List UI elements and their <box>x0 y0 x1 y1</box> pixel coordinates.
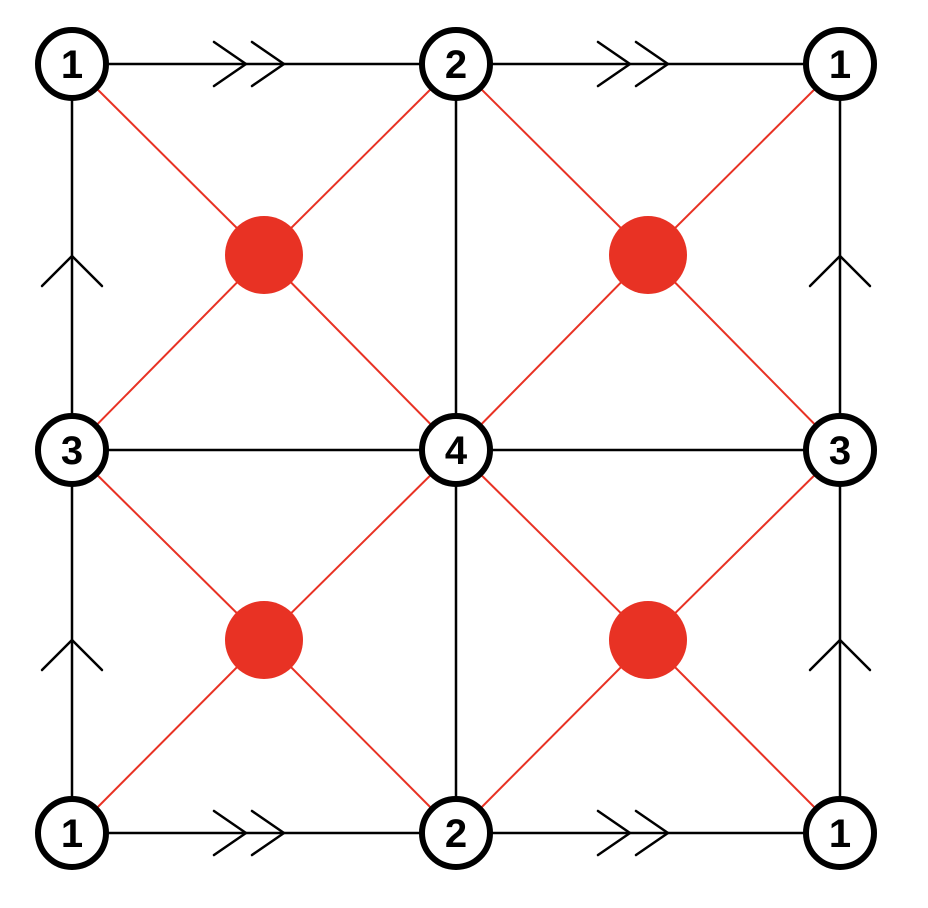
node-circle <box>419 413 493 487</box>
red-edge <box>71 63 265 256</box>
node-circle <box>35 413 109 487</box>
single-arrow-icon <box>40 254 104 288</box>
double-arrow-icon <box>212 40 248 88</box>
red-dots <box>225 216 687 679</box>
red-edge <box>263 254 457 451</box>
node-label: 4 <box>445 429 468 473</box>
node-circle <box>35 27 109 101</box>
red-edge <box>647 63 841 256</box>
node-circle <box>803 413 877 487</box>
red-edge <box>647 449 841 641</box>
single-arrow-icon <box>808 638 872 672</box>
node-label: 1 <box>61 812 83 856</box>
lattice-node: 3 <box>35 413 109 487</box>
node-circle <box>419 796 493 870</box>
red-edge <box>455 639 649 834</box>
single-arrow-icon <box>808 254 872 288</box>
lattice-node: 1 <box>803 27 877 101</box>
node-label: 2 <box>445 812 467 856</box>
double-arrow-markers <box>212 40 670 857</box>
red-edge <box>71 639 265 834</box>
red-edge <box>263 449 457 641</box>
double-arrow-icon <box>212 809 248 857</box>
red-edge <box>71 449 265 641</box>
lattice-node: 1 <box>35 796 109 870</box>
double-arrow-icon <box>250 40 286 88</box>
red-dot <box>225 216 303 294</box>
double-arrow-icon <box>596 809 632 857</box>
double-arrow-icon <box>634 809 670 857</box>
red-edge <box>455 449 649 641</box>
lattice-node: 1 <box>35 27 109 101</box>
node-label: 3 <box>61 429 83 473</box>
node-circle <box>803 27 877 101</box>
double-arrow-icon <box>250 809 286 857</box>
lattice-node: 2 <box>419 27 493 101</box>
red-edge <box>455 254 649 451</box>
node-label: 3 <box>829 429 851 473</box>
lattice-node: 3 <box>803 413 877 487</box>
nodes: 1 2 1 3 4 3 1 2 1 <box>35 27 877 870</box>
double-arrow-icon <box>634 40 670 88</box>
red-edge <box>263 63 457 256</box>
lattice-node: 1 <box>803 796 877 870</box>
lattice-node: 4 <box>419 413 493 487</box>
red-edge <box>647 254 841 451</box>
red-edge <box>455 63 649 256</box>
node-label: 2 <box>445 43 467 87</box>
single-arrow-icon <box>40 638 104 672</box>
node-circle <box>803 796 877 870</box>
red-dot <box>225 601 303 679</box>
node-label: 1 <box>829 43 851 87</box>
red-edge <box>647 639 841 834</box>
node-circle <box>419 27 493 101</box>
node-label: 1 <box>829 812 851 856</box>
double-arrow-icon <box>596 40 632 88</box>
lattice-node: 2 <box>419 796 493 870</box>
red-edge <box>263 639 457 834</box>
red-edge <box>71 254 265 451</box>
node-label: 1 <box>61 43 83 87</box>
red-edges <box>71 63 841 834</box>
single-arrow-markers <box>40 254 872 672</box>
red-dot <box>609 601 687 679</box>
red-dot <box>609 216 687 294</box>
node-circle <box>35 796 109 870</box>
